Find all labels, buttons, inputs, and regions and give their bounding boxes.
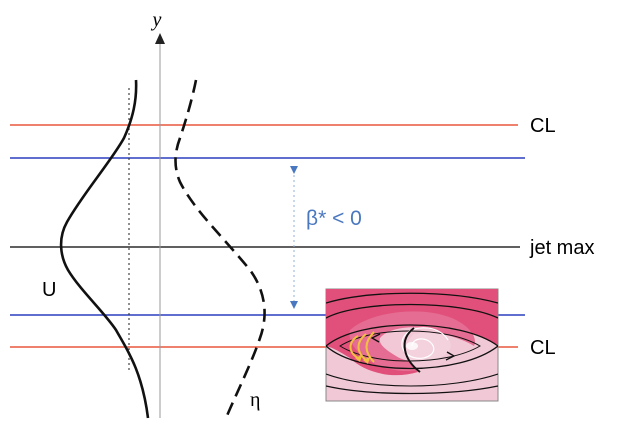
y-axis-arrowhead bbox=[155, 33, 165, 44]
jet-max-label: jet max bbox=[529, 237, 594, 259]
critical-line-bottom-label: CL bbox=[530, 337, 556, 359]
pv-profile-curve bbox=[174, 79, 266, 419]
beta-region-label: β* < 0 bbox=[306, 207, 362, 230]
pv-profile-label: η bbox=[250, 389, 260, 411]
velocity-profile-curve bbox=[59, 79, 150, 419]
cats-eye-inset bbox=[325, 288, 499, 402]
y-axis-label: y bbox=[151, 9, 162, 31]
velocity-profile-label: U bbox=[42, 279, 56, 301]
critical-line-top-label: CL bbox=[530, 115, 556, 137]
